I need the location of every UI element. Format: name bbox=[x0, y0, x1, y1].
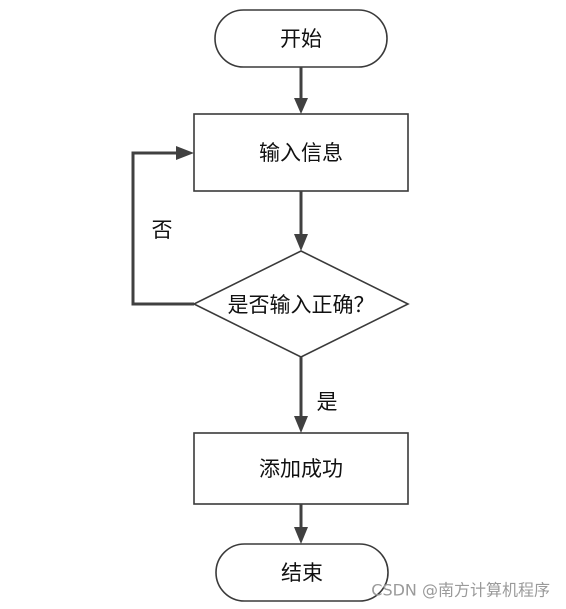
end-node: 结束 bbox=[215, 543, 389, 602]
arrow-head-yes bbox=[294, 416, 308, 433]
edge-start-to-input bbox=[294, 67, 308, 114]
edge-no-loop-line bbox=[131, 151, 194, 306]
arrow-head-add-end bbox=[294, 527, 308, 544]
edge-input-to-decision bbox=[294, 191, 308, 251]
add-success-label: 添加成功 bbox=[259, 457, 343, 481]
edge-decision-yes: 是 bbox=[294, 357, 338, 433]
edge-decision-no-loop: 否 bbox=[131, 146, 194, 306]
add-success-node: 添加成功 bbox=[193, 432, 409, 505]
start-label: 开始 bbox=[280, 27, 322, 51]
add-success-process-shape bbox=[193, 432, 409, 505]
watermark: CSDN @南方计算机程序 bbox=[371, 581, 550, 600]
input-process-shape bbox=[193, 113, 409, 192]
end-label: 结束 bbox=[281, 561, 323, 585]
no-label: 否 bbox=[152, 218, 173, 242]
input-node: 输入信息 bbox=[193, 113, 409, 192]
start-node: 开始 bbox=[214, 9, 388, 68]
arrow-head-start-input bbox=[294, 98, 308, 114]
arrow-head-no-loop bbox=[176, 146, 194, 160]
arrow-head-input-decision bbox=[294, 234, 308, 251]
decision-node: 是否输入正确？ bbox=[192, 250, 410, 358]
end-terminal-shape bbox=[215, 543, 389, 602]
decision-label: 是否输入正确？ bbox=[228, 293, 375, 317]
edge-add-to-end bbox=[294, 504, 308, 544]
yes-label: 是 bbox=[317, 390, 338, 414]
input-label: 输入信息 bbox=[259, 141, 343, 165]
